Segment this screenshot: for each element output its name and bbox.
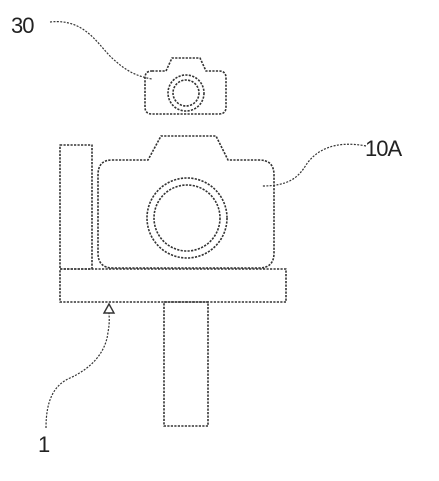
mount-vertical-plate [59,144,93,270]
mount [59,144,287,427]
main-camera-lens-inner [153,184,221,252]
leader-line-mount [45,312,110,429]
mount-handle [163,301,209,427]
label-mount: 1 [38,432,50,457]
main-camera-body [97,135,275,269]
small-camera [144,57,227,115]
label-small-camera: 30 [11,13,34,38]
leader-line-main-camera [261,143,367,187]
small-camera-lens-outer [167,74,205,112]
mount-base-plate [59,268,287,303]
leader-line-small-camera [49,21,153,80]
arrow-icon [102,302,116,314]
small-camera-lens-inner [172,79,200,107]
label-main-camera: 10A [365,136,402,161]
main-camera [97,135,275,269]
main-camera-lens-outer [146,177,228,259]
small-camera-body [144,57,227,115]
